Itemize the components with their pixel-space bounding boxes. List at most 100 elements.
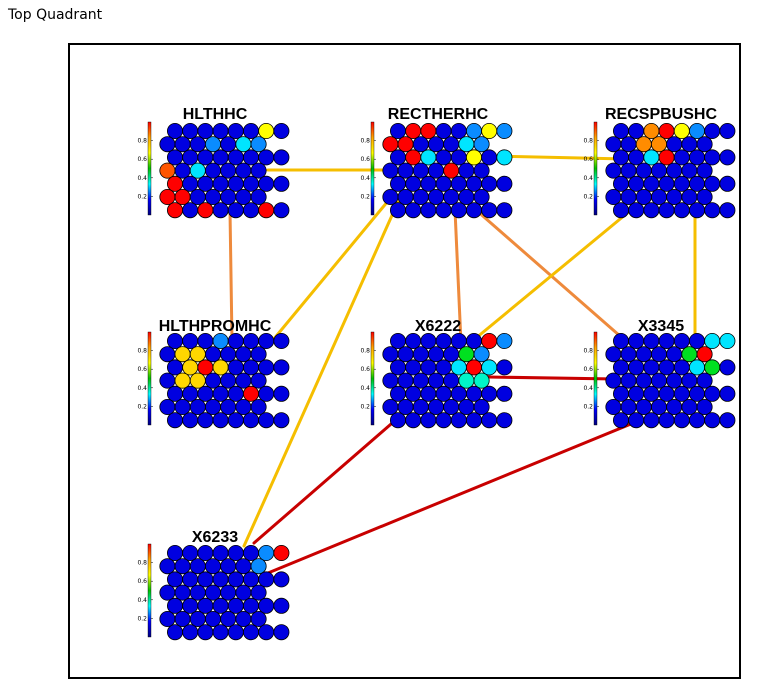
som-cell [635, 162, 652, 179]
som-cell [227, 385, 244, 402]
som-cell [174, 162, 191, 179]
som-cell [427, 372, 444, 389]
som-cell [613, 359, 630, 376]
som-cell [443, 162, 460, 179]
som-cell [166, 597, 183, 614]
som-cell [220, 398, 237, 415]
som-cell [182, 359, 199, 376]
som-cell [666, 398, 683, 415]
som-cell [235, 558, 252, 575]
som-cell [719, 359, 736, 376]
som-cell [242, 202, 259, 219]
diagram-frame [68, 43, 741, 679]
som-cell [496, 385, 513, 402]
som-cell [382, 162, 399, 179]
som-cell [166, 385, 183, 402]
som-cell [242, 624, 259, 641]
som-cell [204, 584, 221, 601]
som-cell [166, 149, 183, 166]
som-cell [382, 136, 399, 153]
som-cell [420, 385, 437, 402]
som-cell [443, 372, 460, 389]
som-cell [689, 385, 706, 402]
som-cell [689, 359, 706, 376]
som-cell [673, 123, 690, 140]
som-cell [227, 571, 244, 588]
colorbar-tick-label: 0.8 [583, 348, 593, 355]
som-cell [182, 545, 199, 562]
som-cell [189, 346, 206, 363]
som-cell [704, 359, 721, 376]
som-cell [481, 332, 498, 349]
som-cell [412, 136, 429, 153]
som-cell [643, 359, 660, 376]
som-cell [719, 202, 736, 219]
som-cell [204, 372, 221, 389]
som-cell [427, 188, 444, 205]
colorbar-tick-label: 0.6 [583, 156, 593, 163]
som-cell [382, 188, 399, 205]
som-cell [450, 332, 467, 349]
som-cell [242, 332, 259, 349]
som-cell [473, 346, 490, 363]
som-cell [412, 188, 429, 205]
som-cell [673, 332, 690, 349]
som-cell [182, 202, 199, 219]
som-cell [182, 597, 199, 614]
som-cell [159, 346, 176, 363]
som-cell [242, 412, 259, 429]
som-cell [227, 412, 244, 429]
som-cell [681, 162, 698, 179]
som-cell [465, 359, 482, 376]
som-cell [635, 372, 652, 389]
som-cell [420, 359, 437, 376]
som-cell [166, 545, 183, 562]
som-cell [719, 332, 736, 349]
som-cell [681, 136, 698, 153]
som-cell [397, 372, 414, 389]
som-cell [220, 162, 237, 179]
som-cell [159, 611, 176, 628]
som-cell [465, 332, 482, 349]
som-cell [643, 202, 660, 219]
som-cell [473, 188, 490, 205]
node-title: RECSPBUSHC [605, 106, 717, 123]
som-cell [481, 149, 498, 166]
som-cell [159, 136, 176, 153]
som-cell [189, 188, 206, 205]
som-cell [465, 385, 482, 402]
node-title: HLTHPROMHC [159, 318, 272, 335]
som-cell [250, 346, 267, 363]
som-cell [658, 175, 675, 192]
som-cell [651, 346, 668, 363]
som-cell [620, 372, 637, 389]
som-cell [212, 624, 229, 641]
som-cell [643, 332, 660, 349]
som-cell [405, 175, 422, 192]
som-cell [197, 123, 214, 140]
som-cell [496, 332, 513, 349]
som-cell [212, 123, 229, 140]
som-cell [258, 332, 275, 349]
som-cell [450, 149, 467, 166]
som-cell [412, 346, 429, 363]
som-cell [273, 571, 290, 588]
som-cell [465, 149, 482, 166]
som-cell [689, 412, 706, 429]
som-cell [696, 162, 713, 179]
som-cell [651, 162, 668, 179]
som-cell [182, 332, 199, 349]
som-cell [197, 412, 214, 429]
som-cell [159, 162, 176, 179]
colorbar-tick-label: 0.2 [137, 403, 147, 410]
som-cell [204, 162, 221, 179]
som-cell [242, 597, 259, 614]
som-cell [458, 398, 475, 415]
som-cell [159, 398, 176, 415]
colorbar-tick-label: 0.6 [583, 366, 593, 373]
node-title: HLTHHC [183, 106, 248, 123]
som-cell [204, 398, 221, 415]
